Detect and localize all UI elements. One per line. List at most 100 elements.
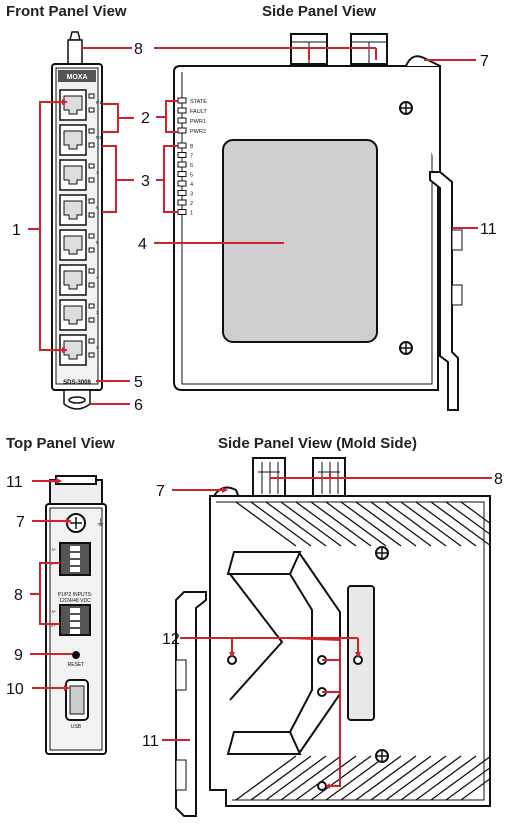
side-led: [177, 190, 187, 196]
side-led: [177, 117, 187, 124]
side-led-label: 4: [190, 182, 193, 188]
mold-rib: [340, 755, 402, 801]
port-led: [88, 352, 95, 358]
power-input-line-2: 12/24/48 VDC: [59, 598, 91, 604]
mold-callout-arrowheads: [222, 487, 361, 789]
port-led: [88, 198, 95, 204]
title-side-panel-view: Side Panel View: [262, 3, 376, 20]
side-led-label: 1: [190, 211, 193, 217]
callout-11-top: 11: [6, 474, 23, 491]
mold-rib: [265, 755, 327, 801]
side-led-label: 6: [190, 163, 193, 169]
mold-rib: [280, 501, 342, 547]
side-led: [177, 171, 187, 177]
terminal-label: V-: [52, 609, 57, 614]
side-led-label: 8: [190, 144, 193, 150]
mold-rib: [355, 501, 417, 547]
side-led: [177, 180, 187, 187]
mold-rib: [460, 777, 491, 801]
front-port-number: P2: [96, 135, 102, 140]
side-led-label: PWR2: [190, 129, 206, 135]
port-led: [88, 128, 95, 134]
mold-rib: [250, 501, 312, 547]
callout-11-side: 11: [480, 221, 497, 238]
side-led-label: PWR1: [190, 119, 206, 125]
terminal-pin: [70, 608, 80, 613]
callout-7-mold: 7: [156, 483, 165, 500]
callout-8-mold: 8: [494, 471, 503, 488]
side-led-label: 2: [190, 201, 193, 207]
side-led-label: STATE: [190, 99, 207, 105]
callout-8-top: 8: [14, 587, 23, 604]
terminal-pin: [70, 560, 80, 565]
callout-4: 4: [138, 236, 147, 253]
side-callout-lines: [102, 47, 478, 244]
mold-side-panel-view: [175, 457, 491, 817]
power-input-line-1: P1/P2 INPUTS:: [58, 592, 93, 598]
port-jack-opening: [63, 165, 83, 185]
terminal-pin: [70, 553, 80, 558]
port-led: [88, 93, 95, 99]
side-led: [177, 199, 187, 206]
callout-10-top: 10: [6, 681, 24, 698]
side-led: [177, 107, 187, 114]
mold-rib: [415, 755, 477, 801]
callout-5: 5: [134, 374, 143, 391]
port-led: [88, 338, 95, 344]
mold-rib: [235, 501, 297, 547]
port-led: [88, 107, 95, 113]
title-top-panel-view: Top Panel View: [6, 435, 115, 452]
port-led: [88, 268, 95, 274]
side-led-label: 7: [190, 154, 193, 160]
mold-rib: [400, 755, 462, 801]
front-port-number: 4: [96, 275, 99, 280]
mold-rib: [250, 755, 312, 801]
mold-rib: [445, 501, 491, 536]
mold-rib: [235, 755, 297, 801]
port-jack-opening: [63, 95, 83, 115]
port-led: [88, 233, 95, 239]
callout-8-front: 8: [134, 41, 143, 58]
terminal-pin: [70, 567, 80, 572]
top-terminal-pins: V-V+V-V+: [50, 546, 80, 634]
callout-9-top: 9: [14, 647, 23, 664]
side-led: [177, 127, 187, 134]
reset-label: RESET: [68, 662, 85, 668]
port-jack-opening: [63, 270, 83, 290]
mold-rib: [385, 501, 447, 547]
terminal-pin: [70, 622, 80, 627]
mold-rib: [295, 755, 357, 801]
mold-rib: [325, 501, 387, 547]
mold-rib: [310, 501, 372, 547]
mold-rib: [445, 766, 491, 801]
port-jack-opening: [63, 235, 83, 255]
port-led: [88, 212, 95, 218]
top-callout-lines: [30, 480, 72, 689]
front-logo: MOXA: [67, 74, 88, 81]
side-led: [177, 161, 187, 168]
mold-rib: [430, 755, 491, 801]
mold-rib: [325, 755, 387, 801]
side-led-label: 5: [190, 173, 193, 179]
side-led: [177, 152, 187, 158]
callout-1: 1: [12, 222, 21, 239]
port-led: [88, 317, 95, 323]
port-jack-opening: [63, 340, 83, 360]
callout-12-mold: 12: [162, 631, 180, 648]
side-led: [177, 209, 187, 215]
terminal-pin: [70, 546, 80, 551]
front-port-number: P1: [96, 100, 102, 105]
mold-callout-lines: [162, 472, 492, 787]
side-led: [177, 97, 187, 104]
mold-rib: [370, 755, 432, 801]
port-led: [88, 177, 95, 183]
mold-rib: [370, 501, 432, 547]
mold-rib: [400, 501, 462, 547]
callout-3: 3: [141, 173, 150, 190]
side-led-label: FAULT: [190, 109, 207, 115]
front-port-number: 7: [96, 170, 99, 175]
port-led: [88, 282, 95, 288]
